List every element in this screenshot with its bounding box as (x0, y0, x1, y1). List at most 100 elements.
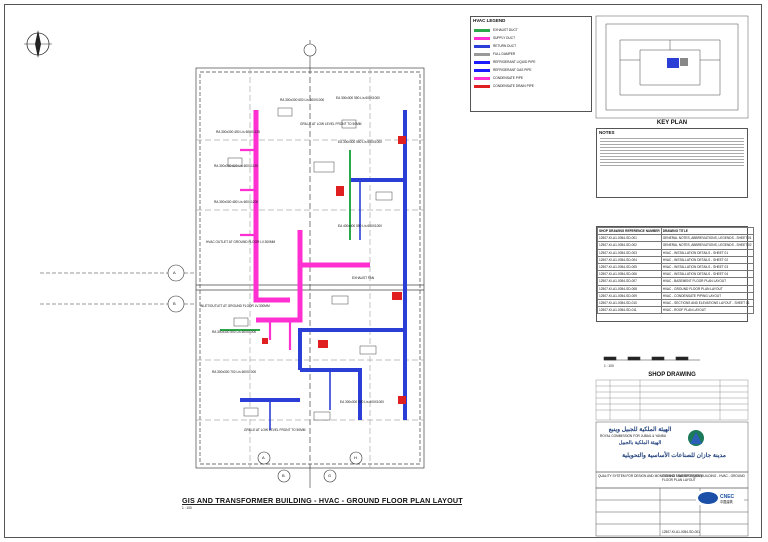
legend-item: RETURN DUCT (474, 42, 588, 50)
legend-label: CONDENSATE PIPE (493, 76, 524, 80)
legend-swatch (474, 36, 490, 40)
plan-label: EA 300x300 550 L/s 600X1000 (338, 140, 382, 144)
table-cell: 12507-KI-A1-0054-SD-003 (597, 248, 662, 257)
plan-label: INLET/OUTLET AT GROUND FLOOR LV.300MM (200, 304, 270, 308)
exhaust-duct (220, 150, 351, 331)
client-block: QUALITY SYSTEM FOR DESIGN AND MONITORING… (598, 474, 702, 478)
legend-item: CONDENSATE PIPE (474, 74, 588, 82)
table-cell: HVAC - BASEMENT FLOOR PLAN LAYOUT (660, 277, 754, 286)
table-cell: HVAC - INSTALLATION DETAILS - SHEET 02 (660, 255, 754, 264)
ref-head-number: SHOP DRAWING REFERENCE NUMBER (597, 226, 662, 236)
legend-label: CONDENSATE DRAIN PIPE (493, 84, 534, 88)
table-cell: 12507-KI-A1-0054-SD-011 (597, 306, 662, 315)
plan-label: RA 300x300 500 L/s 600X1000 (212, 330, 257, 334)
notes-panel: NOTES (596, 128, 748, 198)
table-cell: HVAC - SECTIONS AND ELEVATIONS LAYOUT - … (660, 298, 754, 308)
authority-name-en: ROYAL COMMISSION FOR JUBAIL & YANBU (600, 434, 667, 438)
plan-label: RA 300x300 620 L/s 600X1125 (214, 164, 258, 168)
legend-label: REFRIGERANT GAS PIPE (493, 68, 532, 72)
legend-item: EXHAUST DUCT (474, 26, 588, 34)
table-cell: 12507-KI-A1-0054-SD-002 (597, 241, 662, 250)
sheet-frame (4, 4, 762, 538)
equipment-markers (262, 136, 406, 404)
drawing-scale-note: 1 : 100 (182, 506, 192, 510)
grid-bubbles (40, 40, 363, 488)
company-logo-text: CNEC (720, 494, 735, 500)
ref-head-title: DRAWING TITLE (660, 226, 754, 236)
company-sub: 中国建筑 (720, 500, 733, 504)
authority-name-ar: الهيئة الملكية للجبيل وينبع (608, 427, 672, 433)
legend-label: REFRIGERANT LIQUID PIPE (493, 60, 536, 64)
grid-label: G (328, 473, 332, 478)
plan-label: GRILLE AT LOW LEVEL FRONT TO 50MM (300, 122, 362, 126)
table-cell: HVAC - CONDENSATE PIPING LAYOUT (660, 291, 754, 300)
legend-item: SUPPLY DUCT (474, 34, 588, 42)
legend-item: REFRIGERANT GAS PIPE (474, 66, 588, 74)
plan-label: EXHAUST FAN (352, 276, 375, 280)
legend-item: CONDENSATE DRAIN PIPE (474, 82, 588, 90)
legend-swatch (474, 76, 490, 80)
table-cell: 12507-KI-A1-0054-SD-010 (597, 298, 662, 308)
table-cell: 12507-KI-A1-0054-SD-008 (597, 284, 662, 293)
title-block-frame (595, 421, 749, 537)
table-cell: HVAC - INSTALLATION DETAILS - SHEET 04 (660, 270, 754, 279)
title-block-text: GIS AND TRANSFORMER BUILDING - HVAC - GR… (662, 474, 745, 482)
legend-label: FULL DAMPER (493, 52, 516, 56)
plan-label: GRILLE AT LOW LEVEL FRONT TO 50MM (244, 428, 306, 432)
shop-drawing-title: SHOP DRAWING (648, 372, 696, 378)
table-cell: 12507-KI-A1-0054-SD-007 (597, 277, 662, 286)
legend-swatch (474, 68, 490, 72)
building-walls (195, 67, 425, 469)
revision-grid (595, 379, 749, 421)
table-cell: 12507-KI-A1-0054-SD-005 (597, 262, 662, 272)
legend-swatch (474, 60, 490, 64)
key-plan-title: KEY PLAN (656, 120, 688, 126)
legend-label: RETURN DUCT (493, 44, 517, 48)
scale-label: 1 : 100 (604, 364, 614, 368)
plan-label: EA 300x300 550 L/s 600X1000 (336, 96, 380, 100)
plan-label: RA 300x300 700 L/s 600X1000 (212, 370, 257, 374)
drawing-number: 12507-KI-A1-0054-SD-001 (662, 530, 700, 534)
legend-swatch (474, 44, 490, 48)
plan-label: RA 300x300 600 L/s 600X1000 (280, 98, 325, 102)
authority-sub-ar: الهيئة الملكية بالجبيل (618, 440, 662, 446)
table-cell: HVAC - INSTALLATION DETAILS - SHEET 03 (660, 262, 754, 272)
legend-label: SUPPLY DUCT (493, 36, 516, 40)
plan-label: EA 300x300 500 L/s 600X1000 (340, 400, 384, 404)
table-cell: HVAC - GROUND FLOOR PLAN LAYOUT (660, 284, 754, 293)
table-cell: 12507-KI-A1-0054-SD-009 (597, 291, 662, 300)
legend-swatch (474, 52, 490, 56)
drawing-title: GIS AND TRANSFORMER BUILDING - HVAC - GR… (182, 496, 463, 505)
table-cell: HVAC - ROOF PLAN LAYOUT (660, 306, 754, 315)
north-arrow-icon (24, 30, 52, 58)
legend-title: HVAC LEGEND (473, 18, 506, 23)
plan-label: RA 300x300 480 L/s 600X1200 (214, 200, 259, 204)
grid-label: B (173, 301, 176, 306)
table-cell: 12507-KI-A1-0054-SD-001 (597, 234, 662, 243)
legend-item: FULL DAMPER (474, 50, 588, 58)
diffuser-tags (227, 107, 393, 421)
project-name-ar: مدينة جازان للصناعات الأساسية والتحويلية (622, 453, 726, 459)
legend-swatch (474, 28, 490, 32)
grid-label: H (354, 455, 357, 460)
grid-label: A (262, 455, 265, 460)
plan-label: EA 400x400 550 L/s 600X1000 (338, 224, 382, 228)
grid-label: A (173, 270, 176, 275)
grid-label: B (282, 473, 285, 478)
table-cell: GENERAL NOTES, ABBREVIATIONS, LEGENDS - … (660, 234, 754, 243)
table-cell: 12507-KI-A1-0054-SD-004 (597, 255, 662, 264)
plan-label: HVAC OUTLET AT GROUND FLOOR LV.300MM (206, 240, 276, 244)
